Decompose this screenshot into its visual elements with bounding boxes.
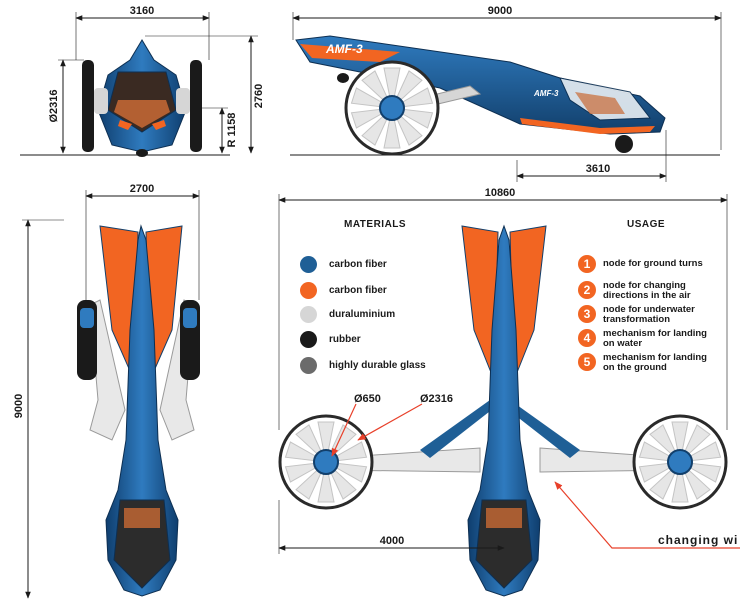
dim-front-width: 3160 <box>130 5 154 17</box>
side-view: AMF-3 AMF-3 9000 3610 <box>290 5 722 182</box>
dim-top-length: 9000 <box>13 394 25 418</box>
callout-prop-pointer <box>357 403 423 441</box>
material-item: carbon fiber <box>300 254 387 274</box>
flight-right-brace <box>506 400 580 458</box>
usage-text: node for underwater <box>603 304 695 315</box>
side-front-wheel <box>615 135 633 153</box>
usage-text: mechanism for landing <box>603 328 707 339</box>
material-label: duraluminium <box>329 308 396 320</box>
dim-front-height: 2760 <box>253 84 265 108</box>
front-right-strut <box>176 88 190 114</box>
side-lower-stripe <box>520 118 655 134</box>
material-label: rubber <box>329 333 361 345</box>
material-swatch-glass <box>300 356 317 374</box>
dim-front-wheel-diameter: Ø2316 <box>48 89 60 122</box>
dim-top-width: 2700 <box>130 183 154 195</box>
usage-number-badge: 2 <box>578 281 596 299</box>
usage-number-badge: 4 <box>578 329 596 347</box>
material-label: highly durable glass <box>329 359 426 371</box>
callout-hub-pointer <box>331 403 357 457</box>
flight-left-brace <box>420 400 494 458</box>
material-item: rubber <box>300 329 361 349</box>
usage-text: node for changing <box>603 280 686 291</box>
side-fuselage <box>295 35 666 135</box>
usage-text: directions in the air <box>603 290 691 301</box>
side-propeller-wheel <box>344 60 440 156</box>
dim-prop-diameter: Ø2316 <box>420 393 453 405</box>
top-cockpit-seats <box>124 508 160 528</box>
front-right-light <box>152 120 166 130</box>
dim-overall-span: 10860 <box>485 187 516 199</box>
side-tail-stripe <box>300 44 400 62</box>
side-brand-tail: AMF-3 <box>325 42 363 56</box>
flight-cockpit-seats <box>486 508 522 528</box>
usage-text: transformation <box>603 314 671 325</box>
dim-prop-hub-diameter: Ø650 <box>354 393 381 405</box>
usage-number-badge: 5 <box>578 353 596 371</box>
flight-right-propeller <box>632 414 728 510</box>
material-swatch-rubber <box>300 330 317 348</box>
material-swatch-blue-carbon <box>300 255 317 273</box>
usage-number-badge: 3 <box>578 305 596 323</box>
front-cockpit-interior <box>114 100 170 128</box>
material-swatch-orange-carbon <box>300 281 317 299</box>
front-view: 3160 Ø2316 2760 R 1158 <box>20 5 265 157</box>
usage-text: on water <box>603 338 643 349</box>
dim-side-section: 3610 <box>586 163 610 175</box>
material-item: highly durable glass <box>300 355 426 375</box>
front-left-light <box>118 120 132 130</box>
side-cockpit-seat <box>575 92 625 114</box>
dim-side-length: 9000 <box>488 5 512 17</box>
top-left-arm <box>89 299 126 441</box>
top-view: 2700 9000 <box>13 183 200 599</box>
flight-left-propeller <box>278 414 374 510</box>
usage-number-badge: 1 <box>578 255 596 273</box>
dim-prop-offset: 4000 <box>380 535 404 547</box>
material-label: carbon fiber <box>329 258 387 270</box>
material-item: carbon fiber <box>300 280 387 300</box>
usage-text: mechanism for landing <box>603 352 707 363</box>
usage-text: node for ground turns <box>603 258 703 269</box>
material-item: duraluminium <box>300 304 395 324</box>
changing-wing-label: changing wi <box>658 533 739 547</box>
usage-item: 1 node for ground turns <box>578 255 723 273</box>
front-left-strut <box>94 88 108 114</box>
callout-changing-wing-pointer <box>554 481 740 549</box>
flight-mode-view: 10860 Ø650 Ø2316 4000 <box>278 187 740 597</box>
material-label: carbon fiber <box>329 284 387 296</box>
dim-front-radius: R 1158 <box>226 113 238 148</box>
front-right-wheel <box>190 60 202 152</box>
usage-heading: USAGE <box>627 219 666 230</box>
usage-text: on the ground <box>603 362 667 373</box>
top-left-pod-cap <box>80 308 94 328</box>
front-left-wheel <box>82 60 94 152</box>
side-brand-nose: AMF-3 <box>533 89 559 98</box>
materials-heading: MATERIALS <box>344 219 407 230</box>
side-rear-light <box>337 73 349 83</box>
front-nose-wheel <box>136 149 148 157</box>
top-right-pod-cap <box>183 308 197 328</box>
material-swatch-duraluminium <box>300 305 317 323</box>
